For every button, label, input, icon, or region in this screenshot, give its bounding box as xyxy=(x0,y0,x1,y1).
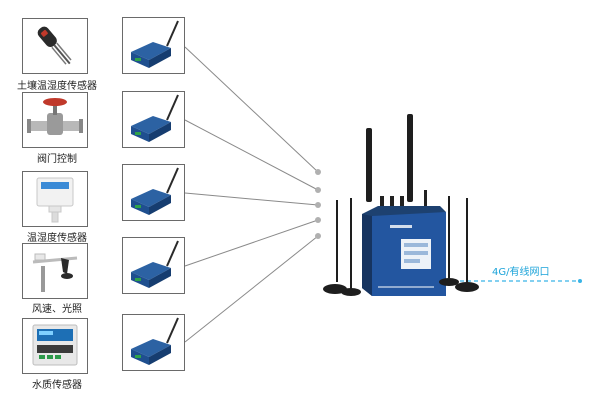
module-card-1 xyxy=(122,17,185,74)
connector-line xyxy=(184,235,319,343)
sensor-card-soil xyxy=(22,18,88,74)
module-card-4 xyxy=(122,237,185,294)
connector-dot xyxy=(315,169,321,175)
router-antenna xyxy=(366,128,372,202)
sensor-card-valve xyxy=(22,92,88,148)
connector-dot xyxy=(315,233,321,239)
antenna-base xyxy=(341,288,361,296)
wireless-dtu-module-icon xyxy=(131,167,179,215)
antenna-base xyxy=(439,278,459,286)
antenna-base xyxy=(323,284,347,294)
wind-light-sensor-icon xyxy=(32,253,78,292)
connector-dot xyxy=(315,187,321,193)
module-card-2 xyxy=(122,91,185,148)
sensor-label-water-quality: 水质传感器 xyxy=(32,380,82,391)
sensor-card-temp-humidity xyxy=(22,171,88,227)
connector-line xyxy=(184,119,319,191)
sensor-card-wind-light xyxy=(22,243,88,299)
wireless-dtu-module-icon xyxy=(131,94,179,142)
wireless-dtu-module-icon xyxy=(131,240,179,288)
connector-line xyxy=(184,46,319,173)
wireless-dtu-module-icon xyxy=(131,20,179,68)
connector-line xyxy=(184,219,319,267)
soil-probe-icon xyxy=(37,26,72,65)
antenna-base xyxy=(455,282,479,292)
sensor-label-wind-light: 风速、光照 xyxy=(32,304,82,315)
sensor-label-temp-humidity: 温湿度传感器 xyxy=(27,233,87,244)
connector-line xyxy=(184,192,319,206)
water-quality-sensor-icon xyxy=(32,324,78,366)
connector-dot xyxy=(315,217,321,223)
router-antenna xyxy=(407,114,413,202)
valve-icon xyxy=(27,98,83,135)
module-card-5 xyxy=(122,314,185,371)
connector-dot xyxy=(315,202,321,208)
sensor-card-water-quality xyxy=(22,318,88,374)
network-label: 4G/有线网口 xyxy=(492,267,550,278)
sensor-label-valve: 阀门控制 xyxy=(37,154,77,165)
module-card-3 xyxy=(122,164,185,221)
wireless-dtu-module-icon xyxy=(131,317,179,365)
temp-humidity-sensor-icon xyxy=(36,177,74,223)
network-end-dot xyxy=(578,279,582,283)
sensor-label-soil: 土壤温湿度传感器 xyxy=(17,81,97,92)
